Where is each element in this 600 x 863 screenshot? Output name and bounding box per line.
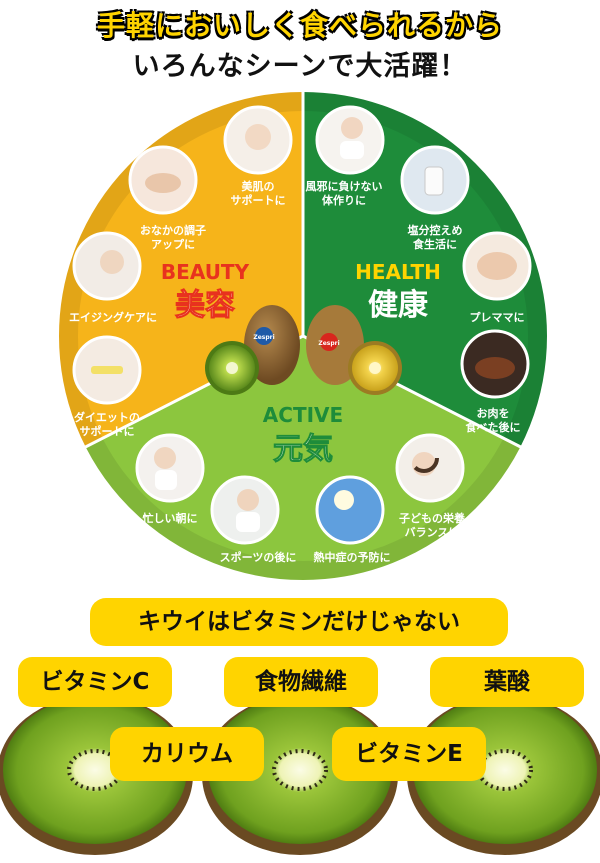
scene-beauty-diet: ダイエットの サポートに — [72, 335, 142, 438]
nutrients-title: キウイはビタミンだけじゃない — [90, 598, 508, 646]
svg-text:アップに: アップに — [151, 237, 195, 251]
active-title-en: ACTIVE — [263, 403, 343, 427]
scene-beauty-aging: エイジングケアに — [69, 231, 157, 324]
svg-text:食べた後に: 食べた後に — [466, 420, 521, 434]
nutrient-fiber: 食物繊維 — [224, 657, 378, 707]
pregnancy-icon — [477, 252, 517, 280]
scene-beauty-skin: 美肌の サポートに — [223, 105, 293, 207]
segment-active — [58, 336, 548, 581]
scene-active-morning: 忙しい朝に — [135, 433, 205, 525]
scene-active-child: 子どもの栄養 バランスに — [395, 433, 465, 539]
svg-text:プレママに: プレママに — [470, 310, 525, 324]
svg-text:塩分控えめ: 塩分控えめ — [408, 223, 463, 237]
svg-text:ダイエットの: ダイエットの — [74, 410, 140, 424]
salt-shaker-icon — [424, 166, 444, 196]
svg-text:バランスに: バランスに — [405, 526, 460, 539]
beauty-title-ja: 美容 — [175, 288, 235, 323]
svg-text:おなかの調子: おなかの調子 — [140, 223, 206, 237]
svg-text:体作りに: 体作りに — [322, 193, 366, 207]
svg-text:風邪に負けない: 風邪に負けない — [306, 179, 383, 193]
beauty-title-en: BEAUTY — [161, 260, 250, 284]
face-icon — [245, 124, 271, 150]
scene-active-heatstroke: 熱中症の予防に — [314, 475, 391, 564]
svg-text:サポートに: サポートに — [231, 193, 286, 207]
scene-health-cold: 風邪に負けない 体作りに — [306, 105, 385, 207]
kiwi-gold-half-icon — [348, 341, 402, 395]
svg-text:お肉を: お肉を — [477, 406, 510, 420]
scene-beauty-belly: おなかの調子 アップに — [128, 145, 206, 251]
tape-measure-icon — [91, 366, 123, 374]
belly-icon — [145, 173, 181, 193]
mirror-icon — [100, 250, 124, 274]
sun-icon — [334, 490, 354, 510]
drinking-icon — [237, 489, 259, 511]
svg-text:エイジングケアに: エイジングケアに — [69, 310, 157, 324]
scene-active-sports: スポーツの後に — [210, 475, 297, 564]
svg-text:サポートに: サポートに — [80, 424, 135, 438]
brand-sticker-gold: Zespri — [318, 333, 340, 351]
health-title-en: HEALTH — [355, 260, 441, 284]
scene-health-salt: 塩分控えめ 食生活に — [400, 145, 470, 251]
svg-text:子どもの栄養: 子どもの栄養 — [399, 511, 465, 525]
svg-text:美肌の: 美肌の — [242, 179, 275, 193]
svg-text:Zespri: Zespri — [318, 340, 339, 347]
nutrient-folic-acid: 葉酸 — [430, 657, 584, 707]
svg-text:Zespri: Zespri — [253, 334, 274, 341]
kiwi-halves-row — [0, 695, 600, 855]
brand-sticker-green: Zespri — [253, 327, 275, 345]
headline-line1: 手軽においしく食べられるから — [96, 9, 503, 42]
scene-health-meat: お肉を 食べた後に — [460, 329, 530, 434]
scene-health-pregnant: プレママに — [462, 231, 532, 324]
svg-text:忙しい朝に: 忙しい朝に — [143, 511, 198, 525]
health-title-ja: 健康 — [368, 288, 429, 323]
woman-icon — [341, 117, 363, 139]
nutrient-potassium: カリウム — [110, 727, 264, 781]
svg-text:スポーツの後に: スポーツの後に — [220, 550, 297, 564]
svg-text:熱中症の予防に: 熱中症の予防に — [314, 550, 391, 564]
nutrient-vitamin-c: ビタミンC — [18, 657, 172, 707]
scene-wheel: BEAUTY 美容 HEALTH 健康 ACTIVE 元気 Zespri Zes… — [57, 90, 549, 582]
steak-icon — [475, 357, 515, 379]
svg-text:食生活に: 食生活に — [413, 237, 457, 251]
kiwi-green-half-icon — [205, 341, 259, 395]
nutrient-vitamin-e: ビタミンE — [332, 727, 486, 781]
headline-line2: いろんなシーンで大活躍！ — [132, 51, 468, 82]
active-title-ja: 元気 — [273, 432, 333, 467]
morning-icon — [154, 447, 176, 469]
